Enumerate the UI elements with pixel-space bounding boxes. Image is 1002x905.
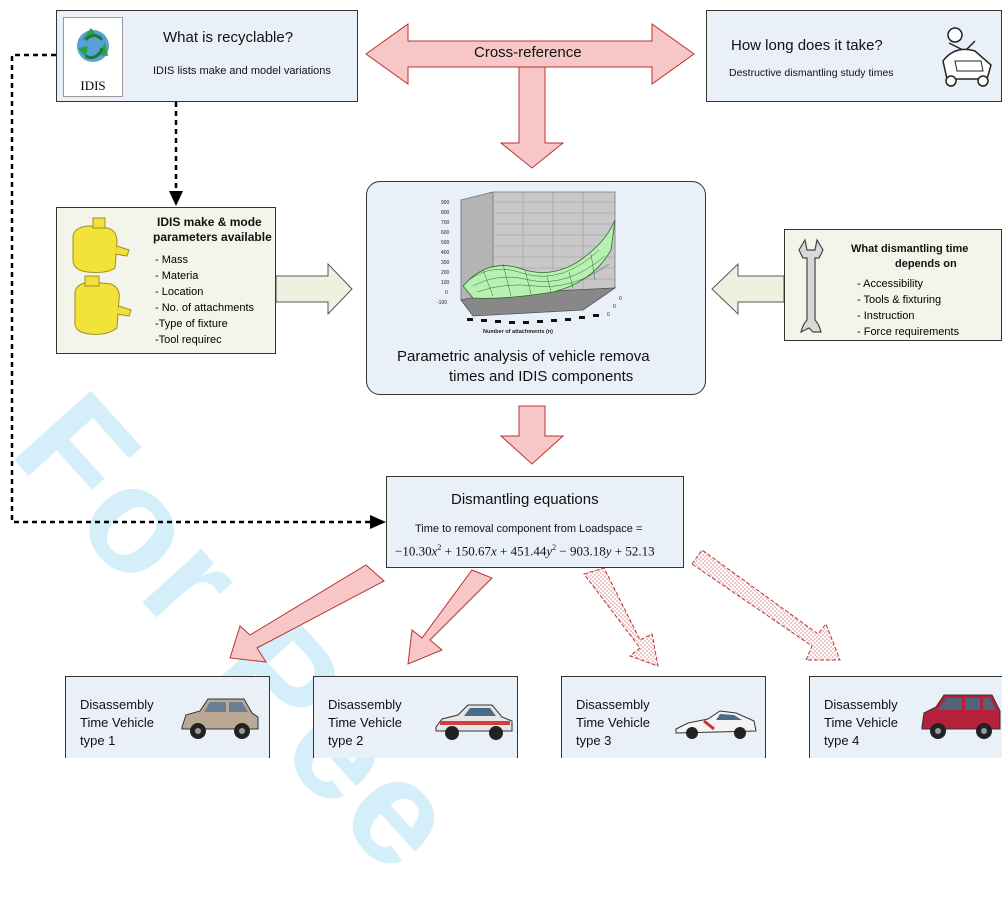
how-long-subtitle: Destructive dismantling study times <box>729 67 894 79</box>
analysis-caption-1: Parametric analysis of vehicle remova <box>397 348 650 365</box>
arrow-down-to-analysis <box>499 66 565 169</box>
vehicle-box-4: Disassembly Time Vehicle type 4 <box>809 676 1002 758</box>
how-long-box: How long does it take? Destructive disma… <box>706 10 1002 102</box>
equations-formula: −10.30x2 + 150.67x + 451.44y2 − 903.18y … <box>395 543 655 559</box>
idis-parameters-title-1: IDIS make & mode <box>157 215 262 229</box>
depth-tick-label: 0 <box>607 312 610 318</box>
vehicle-label-line1: Disassembly <box>824 697 898 712</box>
surface-plot: 900 800 700 600 500 400 300 200 100 0 -1… <box>437 191 622 335</box>
wrench-icon <box>798 238 824 334</box>
idis-logo-label: IDIS <box>80 78 106 93</box>
recycle-icon <box>77 28 109 62</box>
dismantling-equations-box: Dismantling equations Time to removal co… <box>386 476 684 568</box>
idis-parameters-list: - Mass - Materia - Location - No. of att… <box>155 252 254 348</box>
how-long-title: How long does it take? <box>731 37 883 54</box>
depends-item: - Instruction <box>857 310 915 322</box>
y-tick-label: 100 <box>441 280 450 286</box>
y-tick-label: 800 <box>441 210 450 216</box>
equations-title: Dismantling equations <box>451 491 599 508</box>
arrow-depends-to-analysis <box>711 262 785 316</box>
y-tick-label: 700 <box>441 220 450 226</box>
vehicle-box-1: Disassembly Time Vehicle type 1 <box>65 676 270 758</box>
depth-tick-label: 0 <box>613 304 616 310</box>
x-axis-label: Number of attachments (n) <box>483 329 553 335</box>
arrow-to-vehicle-4 <box>691 549 841 661</box>
cross-reference-label: Cross-reference <box>474 44 582 61</box>
vehicle-label-line2: Time Vehicle <box>824 715 898 730</box>
depends-list: - Accessibility - Tools & fixturing - In… <box>857 276 959 340</box>
depth-tick-label: 0 <box>619 296 622 302</box>
vehicle-label-line1: Disassembly <box>576 697 650 712</box>
sports-car-icon <box>675 710 757 739</box>
dashed-connector-left <box>10 53 372 524</box>
idis-logo: IDIS <box>63 17 123 97</box>
depends-on-box: What dismantling time depends on - Acces… <box>784 229 1002 341</box>
arrow-analysis-to-equations <box>499 405 565 465</box>
recyclable-title: What is recyclable? <box>163 29 294 46</box>
arrow-params-to-analysis <box>275 262 353 316</box>
vehicle-label-line2: Time Vehicle <box>328 715 402 730</box>
y-tick-label: 300 <box>441 260 450 266</box>
cross-reference-arrow <box>365 23 695 85</box>
parameter-item: - Materia <box>155 270 199 282</box>
y-tick-label: 200 <box>441 270 450 276</box>
vehicle-box-3: Disassembly Time Vehicle type 3 <box>561 676 766 758</box>
recyclable-box: IDIS What is recyclable? IDIS lists make… <box>56 10 358 102</box>
idis-parameters-title-2: parameters available <box>153 230 272 244</box>
vehicle-label-line1: Disassembly <box>328 697 402 712</box>
depends-title-2: depends on <box>895 258 957 270</box>
analysis-caption-2: times and IDIS components <box>449 368 634 385</box>
idis-parameters-box: IDIS make & mode parameters available - … <box>56 207 276 354</box>
parameter-item: - Mass <box>155 254 188 266</box>
dashed-arrowhead-params <box>169 191 183 206</box>
depends-item: - Tools & fixturing <box>857 294 942 306</box>
connectors-layer <box>10 23 841 667</box>
suv-icon <box>181 698 259 739</box>
depends-item: - Force requirements <box>857 326 960 338</box>
parametric-analysis-box: 900 800 700 600 500 400 300 200 100 0 -1… <box>366 181 706 395</box>
equations-line1: Time to removal component from Loadspace… <box>415 523 643 535</box>
reservoir-icon <box>72 217 132 335</box>
y-tick-label: 0 <box>445 290 448 296</box>
y-tick-label: -100 <box>437 300 447 306</box>
y-tick-label: 500 <box>441 240 450 246</box>
depends-item: - Accessibility <box>857 278 924 290</box>
y-tick-label: 600 <box>441 230 450 236</box>
parameter-item: - No. of attachments <box>155 302 255 314</box>
vehicle-label-line3: type 2 <box>328 733 364 748</box>
vehicle-label-line3: type 3 <box>576 733 612 748</box>
arrow-to-vehicle-3 <box>583 567 659 667</box>
sedan-icon <box>435 704 513 740</box>
dashed-arrowhead-equations <box>370 515 386 529</box>
parameter-item: -Tool requirec <box>155 334 222 346</box>
y-tick-label: 400 <box>441 250 450 256</box>
vehicle-label-line3: type 1 <box>80 733 116 748</box>
parameter-item: - Location <box>155 286 204 298</box>
y-tick-label: 900 <box>441 200 450 206</box>
arrow-to-vehicle-2 <box>407 569 493 665</box>
arrow-to-vehicle-1 <box>229 564 385 663</box>
vehicle-label-line3: type 4 <box>824 733 860 748</box>
depends-title-1: What dismantling time <box>851 243 969 255</box>
minivan-icon <box>921 694 1001 739</box>
parameter-item: -Type of fixture <box>155 318 228 330</box>
mechanic-icon <box>942 27 992 87</box>
vehicle-label-line2: Time Vehicle <box>80 715 154 730</box>
recyclable-subtitle: IDIS lists make and model variations <box>153 65 331 77</box>
vehicle-label-line2: Time Vehicle <box>576 715 650 730</box>
vehicle-label-line1: Disassembly <box>80 697 154 712</box>
vehicle-box-2: Disassembly Time Vehicle type 2 <box>313 676 518 758</box>
